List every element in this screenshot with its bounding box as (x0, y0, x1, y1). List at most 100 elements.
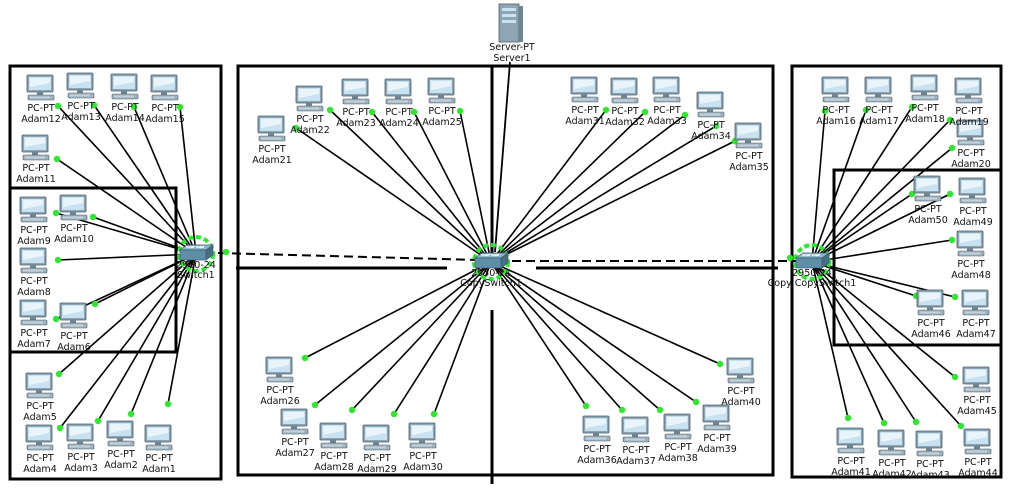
link-adam50 (811, 193, 913, 263)
pc-node-adam11[interactable] (21, 134, 50, 161)
pc-node-adam45[interactable] (962, 366, 991, 393)
pc-node-adam27[interactable] (280, 408, 309, 435)
pc-node-adam34[interactable] (696, 91, 725, 118)
pc-type-label: PC-PT (837, 456, 865, 467)
pc-icon (582, 415, 611, 442)
pc-name-label: Adam17 (859, 116, 899, 127)
pc-node-adam32[interactable] (610, 77, 639, 104)
pc-type-label: PC-PT (735, 151, 763, 162)
pc-node-adam41[interactable] (836, 427, 865, 454)
pc-icon (341, 78, 370, 105)
pc-icon (570, 76, 599, 103)
pc-node-adam31[interactable] (570, 76, 599, 103)
pc-name-label: Adam27 (275, 448, 315, 459)
pc-node-adam36[interactable] (582, 415, 611, 442)
pc-type-label: PC-PT (955, 106, 983, 117)
pc-node-adam14[interactable] (110, 73, 139, 100)
pc-node-adam44[interactable] (963, 428, 992, 455)
pc-node-adam15[interactable] (150, 74, 179, 101)
port-led-adam23 (368, 108, 376, 116)
pc-type-label: PC-PT (911, 103, 939, 114)
pc-node-adam38[interactable] (663, 413, 692, 440)
pc-node-adam39[interactable] (702, 404, 731, 431)
pc-node-adam37[interactable] (621, 416, 650, 443)
pc-icon (726, 357, 755, 384)
pc-node-adam30[interactable] (408, 422, 437, 449)
pc-node-adam5[interactable] (25, 372, 54, 399)
pc-node-adam42[interactable] (877, 429, 906, 456)
pc-node-adam17[interactable] (864, 76, 893, 103)
server1-node[interactable] (498, 3, 524, 43)
pc-type-label: PC-PT (963, 395, 991, 406)
port-led-adam31 (602, 106, 610, 114)
pc-name-label: Adam43 (910, 470, 950, 481)
port-led-adam3 (94, 417, 102, 425)
pc-node-adam16[interactable] (821, 76, 850, 103)
pc-node-adam4[interactable] (25, 424, 54, 451)
link-adam39 (490, 261, 697, 403)
pc-node-adam49[interactable] (958, 177, 987, 204)
pc-node-adam1[interactable] (144, 424, 173, 451)
link-adam30 (433, 261, 492, 415)
pc-type-label: PC-PT (959, 206, 987, 217)
port-led-adam17 (862, 106, 870, 114)
pc-node-adam7[interactable] (19, 299, 48, 326)
port-led-adam4 (56, 424, 64, 432)
pc-node-adam21[interactable] (257, 115, 286, 142)
pc-node-adam10[interactable] (59, 194, 88, 221)
pc-node-adam9[interactable] (19, 196, 48, 223)
pc-icon (295, 85, 324, 112)
switch-name-label: Copy CopySwitch1 (768, 278, 857, 289)
pc-node-adam13[interactable] (66, 72, 95, 99)
pc-node-adam22[interactable] (295, 85, 324, 112)
port-led-adam26 (301, 354, 309, 362)
pc-type-label: PC-PT (727, 386, 755, 397)
port-led-adam50 (908, 190, 916, 198)
pc-node-adam6[interactable] (59, 302, 88, 329)
pc-node-adam35[interactable] (734, 122, 763, 149)
link-adam46 (811, 261, 917, 297)
pc-type-label: PC-PT (20, 225, 48, 236)
pc-node-adam8[interactable] (19, 247, 48, 274)
pc-icon (916, 289, 945, 316)
link-adam22 (329, 109, 492, 263)
pc-name-label: Adam10 (54, 234, 94, 245)
pc-node-adam18[interactable] (910, 74, 939, 101)
pc-icon (864, 76, 893, 103)
pc-node-adam46[interactable] (916, 289, 945, 316)
port-led-adam6 (91, 300, 99, 308)
link-adam28 (351, 261, 492, 411)
switch-icon (474, 252, 509, 269)
pc-node-adam50[interactable] (913, 175, 942, 202)
pc-type-label: PC-PT (67, 452, 95, 463)
pc-node-adam43[interactable] (915, 430, 944, 457)
switch-name-label: CopySwitch1 (460, 278, 522, 289)
pc-node-adam26[interactable] (265, 356, 294, 383)
pc-node-adam19[interactable] (954, 77, 983, 104)
port-led-adam12 (54, 102, 62, 110)
pc-node-adam25[interactable] (427, 77, 456, 104)
link-adam27 (314, 261, 492, 406)
pc-type-label: PC-PT (363, 453, 391, 464)
switch-node-switch1[interactable] (179, 244, 214, 261)
pc-node-adam2[interactable] (106, 420, 135, 447)
pc-node-adam28[interactable] (319, 422, 348, 449)
pc-name-label: Adam45 (957, 406, 997, 417)
pc-icon (913, 175, 942, 202)
pc-node-adam40[interactable] (726, 357, 755, 384)
pc-node-adam33[interactable] (652, 76, 681, 103)
pc-node-adam47[interactable] (961, 289, 990, 316)
link-adam25 (459, 110, 492, 263)
pc-node-adam29[interactable] (362, 424, 391, 451)
pc-node-adam12[interactable] (26, 74, 55, 101)
pc-name-label: Adam7 (17, 339, 50, 350)
switch-node-copyswitch1[interactable] (474, 252, 509, 269)
pc-node-adam48[interactable] (956, 230, 985, 257)
pc-type-label: PC-PT (917, 318, 945, 329)
pc-node-adam3[interactable] (66, 423, 95, 450)
switch-node-copy-copyswitch1[interactable] (795, 252, 830, 269)
pc-node-adam23[interactable] (341, 78, 370, 105)
pc-node-adam24[interactable] (384, 78, 413, 105)
